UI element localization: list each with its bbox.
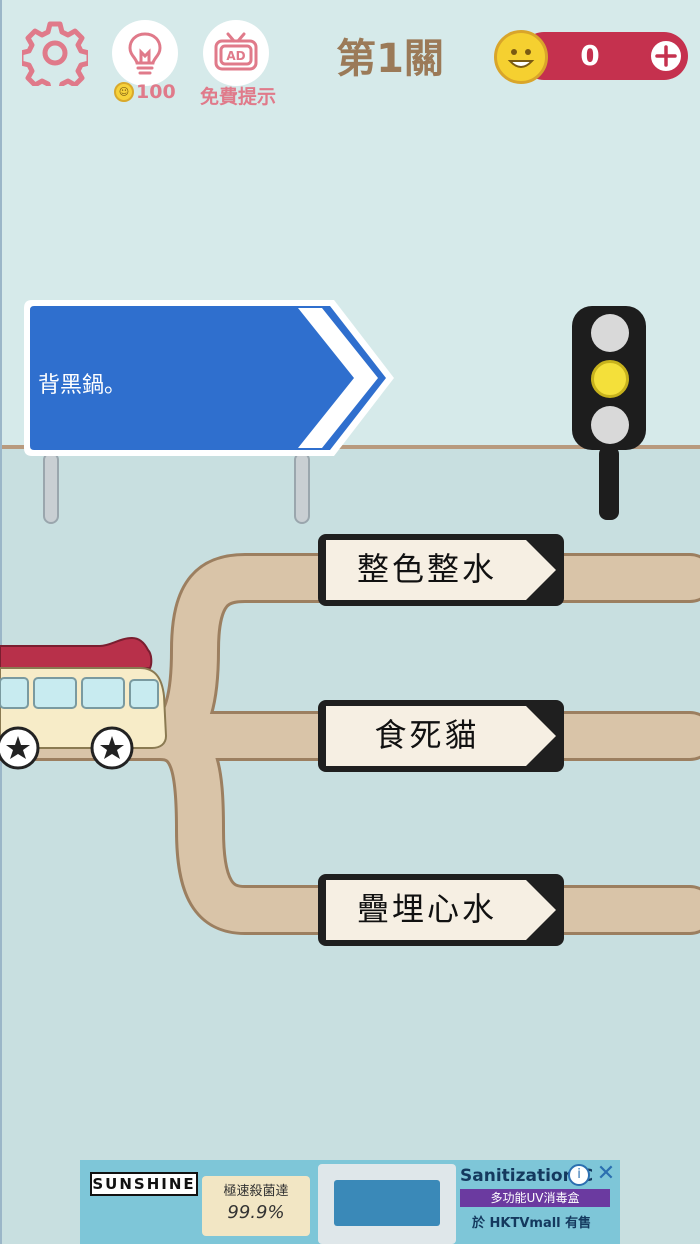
ad-banner[interactable]: SUNSHINE 極速殺菌達 99.9% Sanitization C 多功能U… — [80, 1160, 620, 1244]
coin-balance-value: 0 — [580, 39, 600, 72]
ad-subtitle: 多功能UV消毒盒 — [460, 1189, 610, 1207]
settings-gear-icon[interactable] — [18, 20, 92, 95]
answer-sign-1 — [318, 534, 564, 606]
sign-post-right — [294, 452, 310, 524]
ad-close-icon[interactable]: ✕ — [596, 1161, 616, 1186]
answer-sign-3 — [318, 874, 564, 946]
ad-info-icon[interactable]: i — [568, 1164, 590, 1186]
traffic-light-pole — [599, 446, 619, 520]
svg-text:AD: AD — [226, 49, 245, 63]
answer-option-2-label: 食死貓 — [374, 716, 480, 754]
bus-wheel-right — [90, 726, 134, 770]
add-coins-button[interactable] — [648, 38, 684, 74]
free-hint-ad-button[interactable]: AD — [203, 20, 269, 86]
answer-option-2[interactable]: 食死貓 — [318, 700, 564, 772]
sign-post-left — [43, 452, 59, 524]
ad-mall-text: 於 HKTVmall 有售 — [472, 1216, 592, 1231]
tv-ad-icon: AD — [214, 32, 258, 71]
level-title: 第1關 — [336, 36, 444, 82]
hint-cost-value: 100 — [136, 81, 176, 103]
answer-option-1[interactable]: 整色整水 — [318, 534, 564, 606]
hint-cost: ☺ 100 — [114, 80, 176, 104]
ad-brand-logo: SUNSHINE — [90, 1172, 198, 1196]
ad-scroll-percent: 99.9% — [227, 1202, 285, 1223]
ad-title: Sanitization C — [460, 1166, 594, 1186]
plus-icon — [655, 45, 677, 67]
traffic-lamp-middle-lit — [591, 360, 629, 398]
lightbulb-icon — [128, 32, 162, 75]
ad-product-tray — [334, 1180, 440, 1226]
ad-scroll-text: 極速殺菌達 — [223, 1184, 289, 1199]
question-road-sign — [24, 300, 394, 456]
answer-sign-2 — [318, 700, 564, 772]
left-border — [0, 0, 2, 1244]
bus-wheel-left — [0, 726, 40, 770]
ad-product-image — [318, 1164, 456, 1244]
horizon-line — [0, 445, 700, 449]
answer-option-3[interactable]: 疊埋心水 — [318, 874, 564, 946]
question-text: 背黑鍋。 — [38, 373, 127, 398]
answer-option-3-label: 疊埋心水 — [356, 890, 497, 928]
minibus — [0, 636, 168, 770]
hint-lightbulb-button[interactable] — [112, 20, 178, 86]
ad-scroll-graphic: 極速殺菌達 99.9% — [202, 1176, 310, 1236]
answer-option-1-label: 整色整水 — [356, 550, 497, 588]
traffic-lamp-bottom — [591, 406, 629, 444]
coin-smiley-icon — [494, 30, 548, 84]
coin-icon: ☺ — [114, 82, 134, 102]
traffic-lamp-top — [591, 314, 629, 352]
free-hint-label: 免費提示 — [199, 86, 276, 108]
